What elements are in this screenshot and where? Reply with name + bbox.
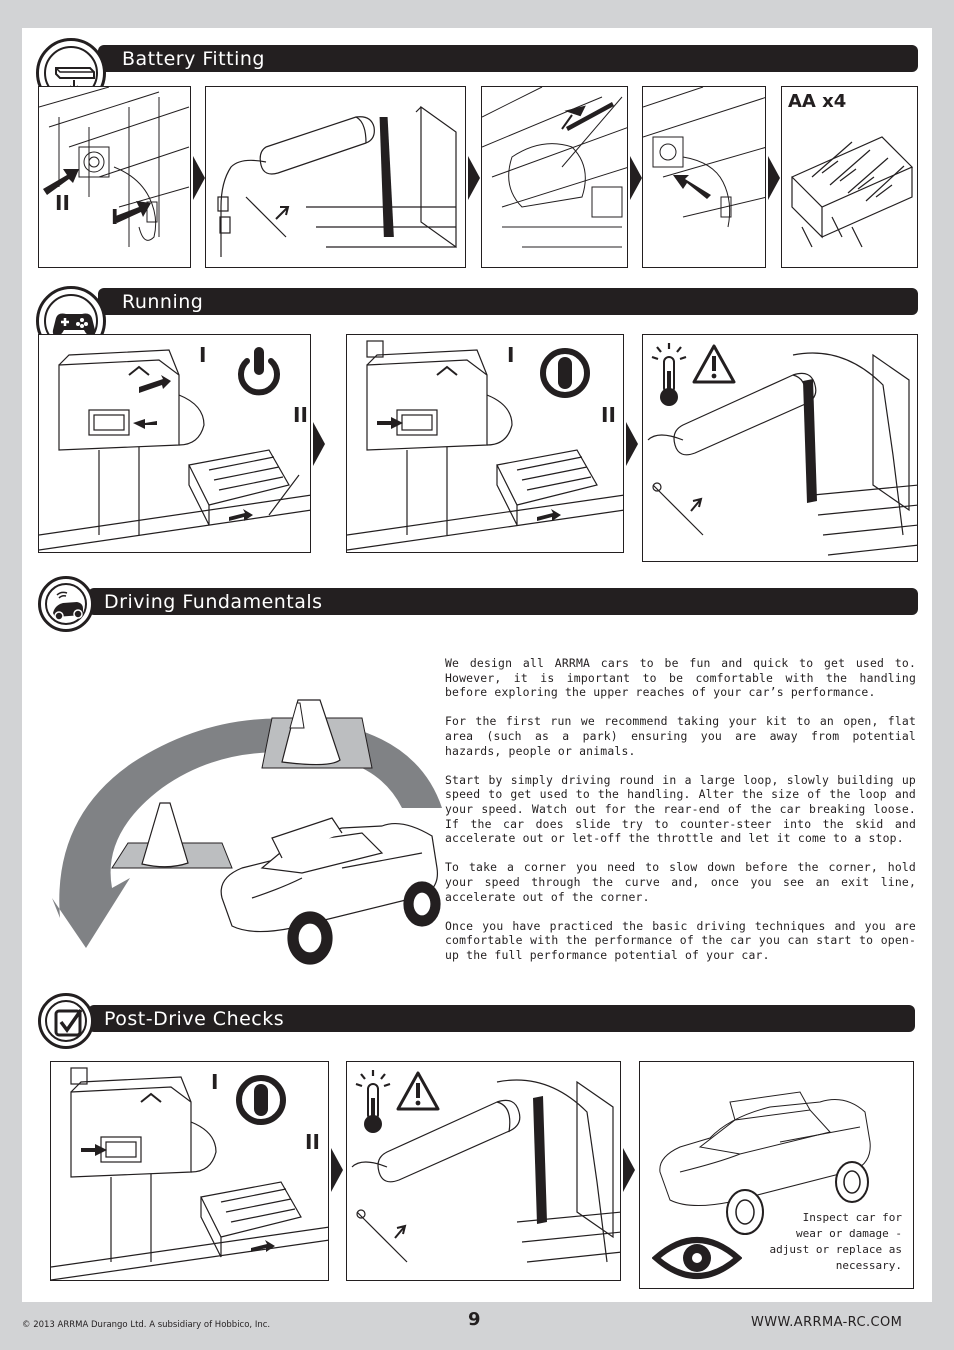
running-step-1-panel: I II [38,334,311,553]
running-step-2-panel: I II [346,334,624,553]
section-bar-battery-fitting: Battery Fitting [98,45,918,72]
aa-batteries-illustration [790,136,914,248]
section-title-running: Running [122,291,204,313]
warning-icon [692,344,736,384]
driving-paragraph: We design all ARRMA cars to be fun and q… [445,656,916,700]
battery-step-1-panel: II I [38,86,191,268]
running-step-3-panel [642,334,918,562]
power-off-icon [540,348,590,398]
battery-tray-illustration [482,87,627,248]
step-label-two: II [55,191,70,215]
thermometer-icon [651,343,687,406]
step-arrow [626,422,638,466]
driving-text: We design all ARRMA cars to be fun and q… [445,656,916,977]
step-label-one: I [111,205,119,229]
driving-paragraph: To take a corner you need to slow down b… [445,860,916,904]
driving-paragraph: Start by simply driving round in a large… [445,772,916,846]
thermometer-icon [355,1070,391,1133]
driving-loop-illustration [52,699,442,965]
section-bar-running: Running [98,288,918,315]
post-drive-step-2-panel [346,1061,621,1281]
battery-step-5-panel: AA x4 [781,86,918,268]
power-off-icon [236,1075,286,1125]
car-icon [53,591,83,621]
section-bar-driving-fundamentals: Driving Fundamentals [88,588,918,615]
step-label-one: I [211,1070,219,1094]
section-title-driving-fundamentals: Driving Fundamentals [104,591,323,613]
step-arrow [630,156,642,200]
battery-removal-illustration [351,1079,620,1263]
footer-copyright: © 2013 ARRMA Durango Ltd. A subsidiary o… [22,1320,271,1330]
driving-paragraph: Once you have practiced the basic drivin… [445,918,916,962]
battery-step-4-panel [642,86,766,268]
battery-pack-illustration [217,105,457,257]
manual-page: Battery Fitting II I [22,28,932,1302]
step-label-two: II [305,1130,320,1154]
battery-step-3-panel [481,86,628,268]
chassis-illustration [39,87,190,247]
transmitter-receiver-illustration [51,1067,328,1280]
inspect-note-line: wear or damage - [796,1227,902,1240]
inspect-note-line: Inspect car for [802,1211,902,1224]
post-drive-step-1-panel: I II [50,1061,329,1281]
step-label-two: II [293,403,308,427]
eye-icon [652,1237,742,1279]
inspect-note-line: necessary. [835,1259,902,1272]
step-label-two: II [601,403,616,427]
section-title-post-drive-checks: Post-Drive Checks [104,1008,285,1030]
aa-battery-label: AA x4 [788,91,847,112]
battery-removal-illustration [647,352,917,556]
step-arrow [468,156,480,200]
power-on-icon [238,347,280,396]
inspect-note-line: adjust or replace as [769,1243,902,1256]
car-badge [38,576,94,632]
section-bar-post-drive-checks: Post-Drive Checks [88,1005,915,1032]
step-arrow [331,1148,343,1192]
step-arrow [623,1148,635,1192]
footer-page-number: 9 [468,1309,481,1330]
step-label-one: I [507,343,515,367]
driving-paragraph: For the first run we recommend taking yo… [445,714,916,758]
transmitter-receiver-illustration [347,340,623,551]
gamepad-icon [52,313,96,336]
transmitter-receiver-illustration [39,349,310,551]
step-arrow [768,156,780,200]
connector-illustration [643,87,765,228]
warning-icon [396,1071,440,1111]
check-badge [38,993,94,1049]
inspect-note: Inspect car for wear or damage - adjust … [760,1210,902,1274]
section-title-battery-fitting: Battery Fitting [122,48,265,70]
battery-step-2-panel [205,86,466,268]
footer-website[interactable]: WWW.ARRMA-RC.COM [751,1315,903,1330]
step-arrow [313,422,325,466]
checkbox-icon [54,1008,83,1037]
step-arrow [193,156,205,200]
step-label-one: I [199,343,207,367]
car-inspection-illustration [659,1091,871,1235]
post-drive-step-3-panel: Inspect car for wear or damage - adjust … [639,1061,914,1289]
